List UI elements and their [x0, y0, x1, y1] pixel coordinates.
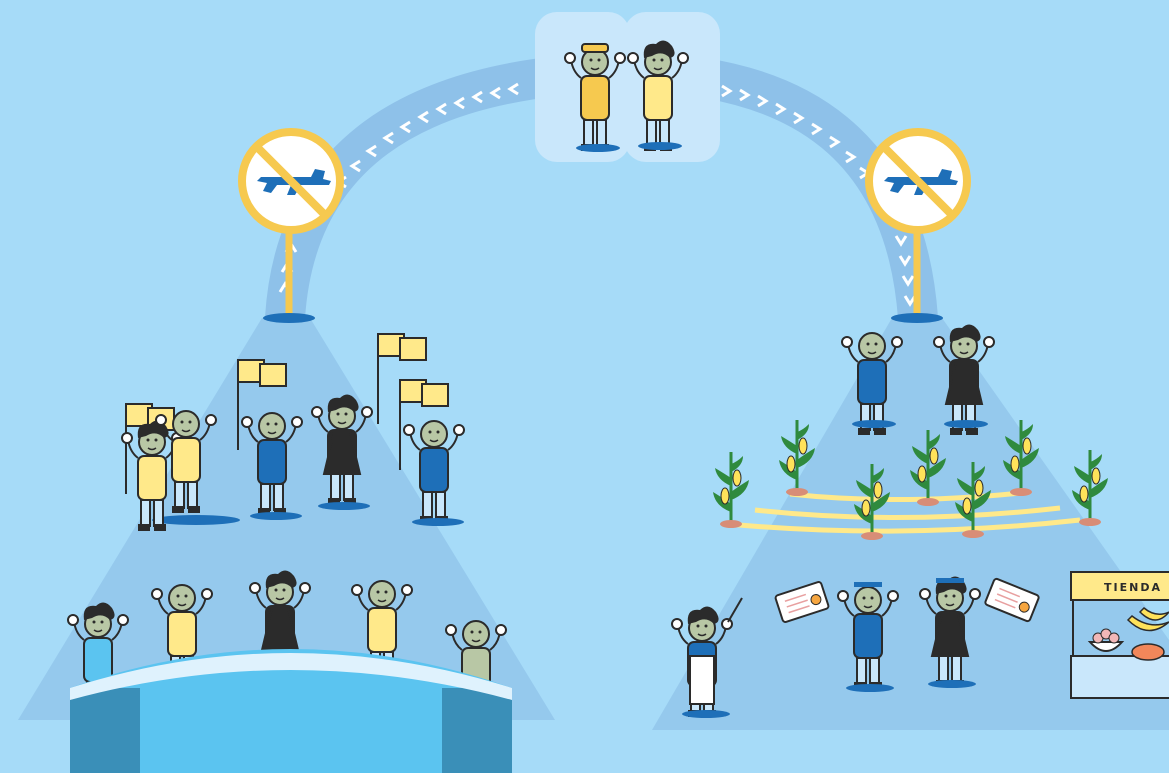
former-combatant-man	[564, 43, 626, 152]
right-beam	[652, 318, 1169, 730]
no-weapons-sign-right	[869, 132, 967, 323]
crop-field	[711, 418, 1110, 542]
flag-group	[121, 333, 465, 532]
eggs-bowl-icon	[1087, 628, 1125, 652]
no-weapons-sign-left	[242, 132, 340, 323]
shop-sign-label: TIENDA	[1104, 581, 1162, 594]
arch-chevrons-right	[721, 84, 917, 307]
couple-right	[841, 324, 995, 436]
teacher	[671, 597, 743, 718]
fish-icon	[1131, 643, 1165, 661]
graduate-woman	[919, 576, 981, 688]
corn-plant-icon	[711, 450, 751, 530]
graduate-man	[837, 582, 899, 690]
bridge	[70, 649, 512, 773]
shop: TIENDA	[1070, 571, 1169, 699]
